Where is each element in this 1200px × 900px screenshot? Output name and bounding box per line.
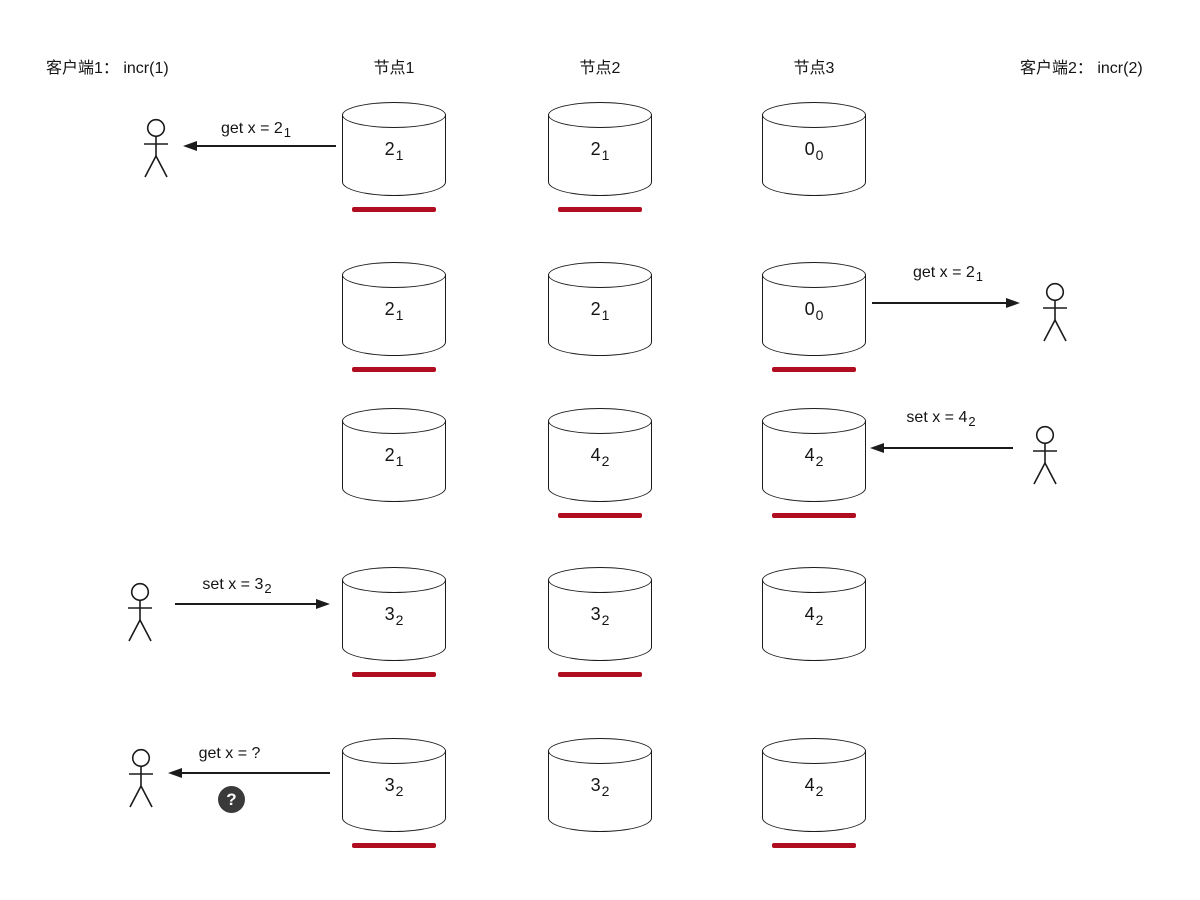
cylinder-top [548,262,652,288]
request-label-row1: get x = 21 [220,120,292,140]
cylinder-body [762,580,866,661]
db-cylinder-r3-n2: 42 [548,408,652,518]
request-label-row4: set x = 32 [202,576,272,596]
request-label-row2: get x = 21 [912,264,984,284]
db-cylinder-r3-n3: 42 [762,408,866,518]
client1-actor-icon [125,748,157,810]
db-value: 21 [590,299,610,323]
cylinder-top [342,408,446,434]
quorum-underline [772,843,856,848]
db-value: 42 [804,604,824,628]
db-cylinder-r2-n2: 21 [548,262,652,356]
arrow-line-row4 [175,603,317,605]
cylinder-body [762,421,866,502]
cylinder-body [342,580,446,661]
db-cylinder-r4-n3: 42 [762,567,866,661]
arrow-line-row3 [883,447,1013,449]
quorum-underline [352,207,436,212]
quorum-underline [558,672,642,677]
db-cylinder-r5-n3: 42 [762,738,866,848]
quorum-underline [772,367,856,372]
request-label-row3: set x = 42 [906,409,976,429]
cylinder-top [762,738,866,764]
cylinder-body [548,580,652,661]
cylinder-top [762,262,866,288]
cylinder-top [548,567,652,593]
cylinder-top [342,102,446,128]
cylinder-body [342,275,446,356]
db-cylinder-r2-n1: 21 [342,262,446,372]
client2-actor-icon [1029,425,1061,487]
request-label-row5: get x = ? [198,745,261,762]
db-value: 21 [384,139,404,163]
db-cylinder-r2-n3: 00 [762,262,866,372]
cylinder-body [342,421,446,502]
cylinder-body [548,115,652,196]
quorum-underline [558,207,642,212]
cylinder-top [762,567,866,593]
db-cylinder-r1-n3: 00 [762,102,866,196]
arrowhead-left-icon [168,768,182,778]
cylinder-top [342,738,446,764]
question-mark-icon: ? [218,786,245,813]
db-cylinder-r4-n1: 32 [342,567,446,677]
cylinder-body [548,275,652,356]
db-value: 42 [804,775,824,799]
cylinder-top [548,738,652,764]
cylinder-body [548,751,652,832]
db-value: 42 [804,445,824,469]
db-value: 32 [590,775,610,799]
arrowhead-right-icon [1006,298,1020,308]
cylinder-body [762,115,866,196]
cylinder-top [548,102,652,128]
client1-actor-icon [124,582,156,644]
db-value: 32 [590,604,610,628]
quorum-underline [352,672,436,677]
db-value: 21 [384,299,404,323]
quorum-underline [772,513,856,518]
db-cylinder-r3-n1: 21 [342,408,446,502]
arrow-line-row2 [872,302,1007,304]
cylinder-top [342,262,446,288]
cylinder-top [548,408,652,434]
db-cylinder-r5-n2: 32 [548,738,652,832]
cylinder-body [342,115,446,196]
column-header-node1: 节点1 [373,60,415,77]
db-value: 00 [804,139,824,163]
arrowhead-right-icon [316,599,330,609]
db-cylinder-r4-n2: 32 [548,567,652,677]
quorum-underline [352,843,436,848]
quorum-underline [558,513,642,518]
db-value: 21 [590,139,610,163]
cylinder-body [342,751,446,832]
db-value: 42 [590,445,610,469]
quorum-underline [352,367,436,372]
column-header-node2: 节点2 [579,60,621,77]
db-value: 00 [804,299,824,323]
client2-actor-icon [1039,282,1071,344]
column-header-node3: 节点3 [793,60,835,77]
cylinder-top [762,408,866,434]
db-value: 32 [384,604,404,628]
db-cylinder-r1-n1: 21 [342,102,446,212]
arrow-line-row1 [196,145,336,147]
cylinder-body [762,751,866,832]
db-cylinder-r1-n2: 21 [548,102,652,212]
arrowhead-left-icon [870,443,884,453]
cylinder-top [762,102,866,128]
arrow-line-row5 [181,772,330,774]
cylinder-body [548,421,652,502]
client1-actor-icon [140,118,172,180]
db-cylinder-r5-n1: 32 [342,738,446,848]
cylinder-body [762,275,866,356]
cylinder-top [342,567,446,593]
arrowhead-left-icon [183,141,197,151]
header-client2: 客户端2： incr(2) [1020,60,1143,77]
db-value: 21 [384,445,404,469]
db-value: 32 [384,775,404,799]
header-client1: 客户端1： incr(1) [46,60,169,77]
